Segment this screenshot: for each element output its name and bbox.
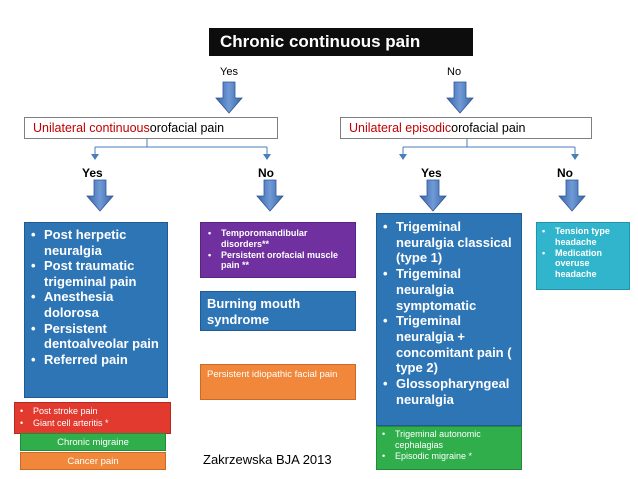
label-yes-episodic: Yes	[421, 166, 442, 180]
list-item: Post herpetic neuralgia	[31, 227, 162, 258]
list-item: Giant cell arteritis *	[20, 417, 166, 429]
list-item: Persistent dentoalveolar pain	[31, 321, 162, 352]
box-continuous-no: Temporomandibular disorders** Persistent…	[200, 222, 356, 278]
arrow-down-icon	[256, 179, 284, 212]
title-text: Chronic continuous pain	[220, 32, 421, 51]
box-burning-mouth: Burning mouth syndrome	[200, 291, 356, 331]
list-item: Temporomandibular disorders**	[208, 228, 350, 250]
box-episodic-yes: Trigeminal neuralgia classical (type 1) …	[376, 213, 522, 426]
citation: Zakrzewska BJA 2013	[203, 452, 332, 467]
list-item: Medication overuse headache	[542, 248, 626, 280]
box-central-pain: Post stroke pain Giant cell arteritis *	[14, 402, 171, 434]
list-item: Tension type headache	[542, 226, 626, 248]
arrow-down-icon	[86, 179, 114, 212]
label-no-episodic: No	[557, 166, 573, 180]
list-item: Trigeminal neuralgia + concomitant pain …	[383, 313, 516, 376]
list-item: Post stroke pain	[20, 405, 166, 417]
box-cancer-pain: Cancer pain	[20, 452, 166, 470]
list-item: Anesthesia dolorosa	[31, 289, 162, 320]
header-unilateral-continuous: Unilateral continuous orofacial pain	[24, 117, 278, 139]
arrow-down-icon	[215, 81, 243, 114]
label-yes-top: Yes	[220, 66, 238, 78]
list-item: Trigeminal neuralgia classical (type 1)	[383, 219, 516, 266]
list-item: Referred pain	[31, 352, 162, 368]
box-episodic-no: Tension type headache Medication overuse…	[536, 222, 630, 290]
label-no-top: No	[447, 66, 462, 78]
list-item: Glossopharyngeal neuralgia	[383, 376, 516, 407]
arrow-down-icon	[558, 179, 586, 212]
box-persistent-idiopathic: Persistent idiopathic facial pain	[200, 364, 356, 400]
label-no-continuous: No	[258, 166, 274, 180]
header-continuous-suffix: orofacial pain	[149, 121, 225, 135]
list-item: Persistent orofacial muscle pain **	[208, 250, 350, 272]
label-yes-continuous: Yes	[82, 166, 103, 180]
arrow-down-icon	[446, 81, 474, 114]
arrow-down-icon	[419, 179, 447, 212]
list-item: Post traumatic trigeminal pain	[31, 258, 162, 289]
box-chronic-migraine: Chronic migraine	[20, 433, 166, 451]
header-unilateral-episodic: Unilateral episodic orofacial pain	[340, 117, 592, 139]
header-episodic-suffix: orofacial pain	[451, 121, 526, 135]
list-item: Trigeminal neuralgia symptomatic	[383, 266, 516, 313]
list-item: Trigeminal autonomic cephalagias	[382, 429, 517, 451]
header-episodic-prefix: Unilateral episodic	[349, 121, 452, 135]
list-item: Episodic migraine *	[382, 451, 517, 462]
header-continuous-prefix: Unilateral continuous	[33, 121, 150, 135]
box-continuous-yes: Post herpetic neuralgia Post traumatic t…	[24, 222, 168, 398]
box-autonomic: Trigeminal autonomic cephalagias Episodi…	[376, 426, 522, 470]
diagram-title: Chronic continuous pain	[209, 28, 473, 56]
